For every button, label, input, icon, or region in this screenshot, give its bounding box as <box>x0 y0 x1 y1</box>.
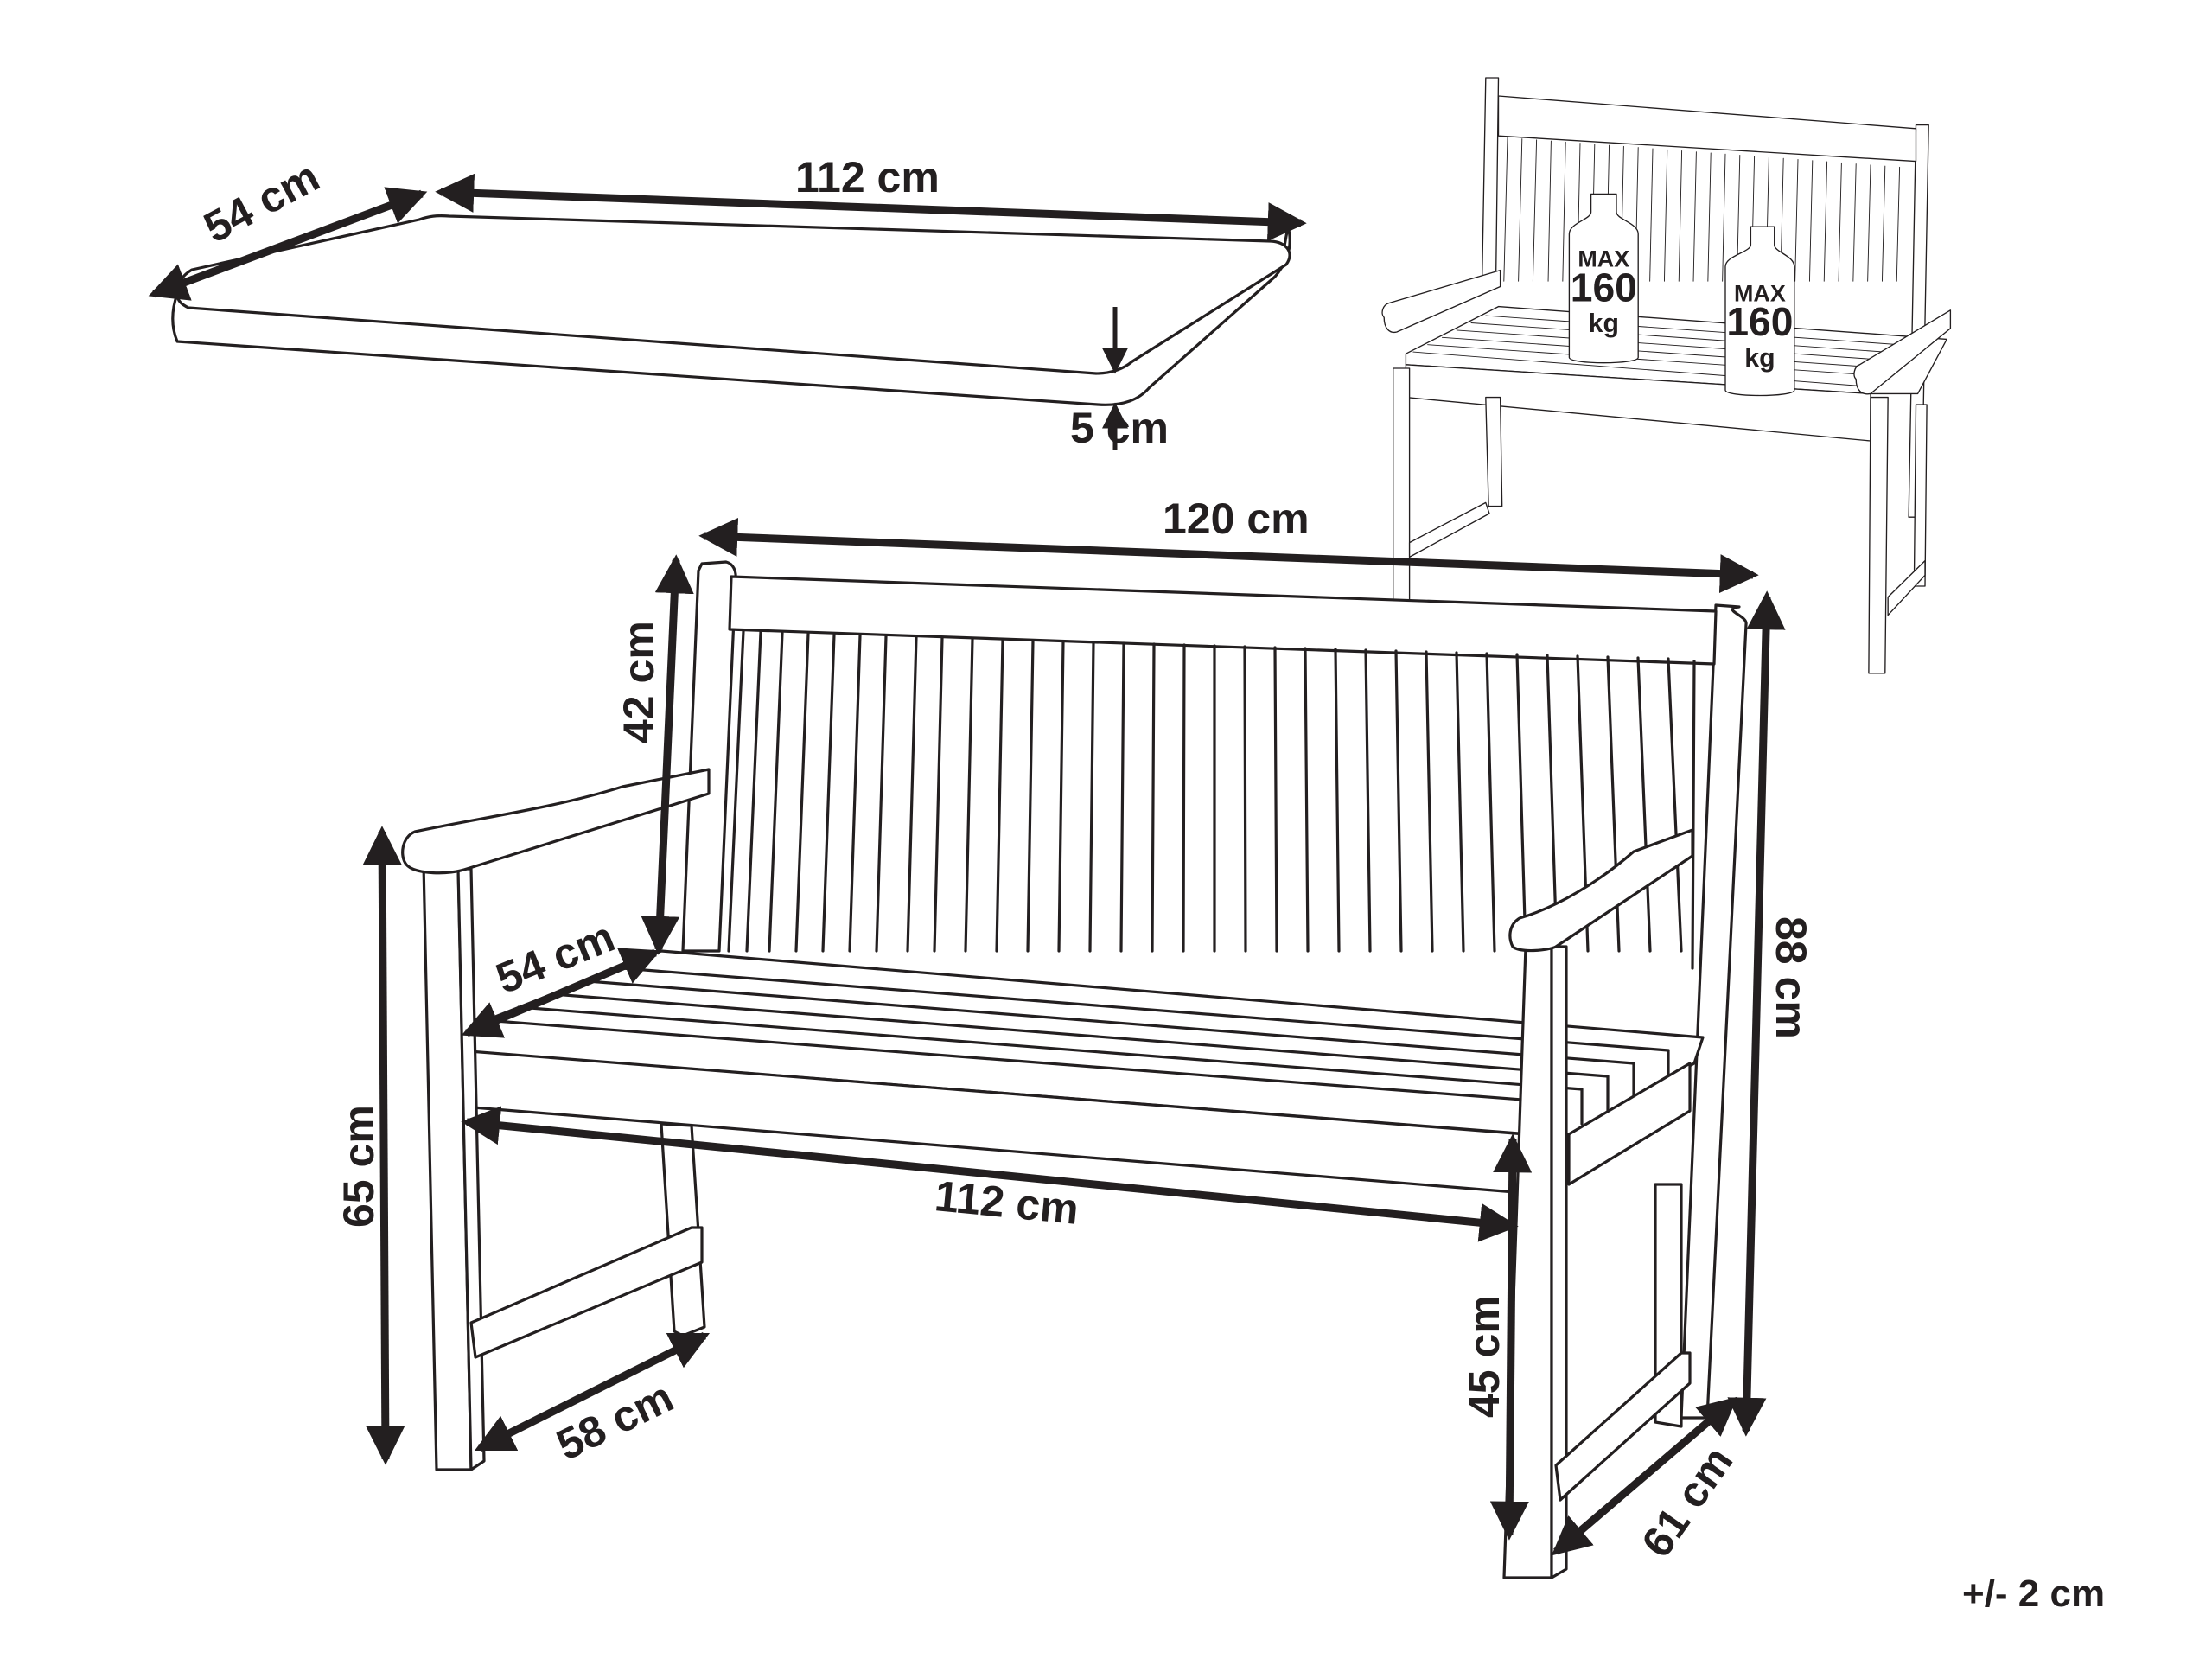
cushion-length-label: 112 cm <box>795 153 940 201</box>
cushion-thickness-label: 5 cm <box>1070 404 1169 452</box>
seat-height-label: 45 cm <box>1460 1295 1508 1418</box>
weight-icon-left: MAX 160 kg <box>1568 193 1639 364</box>
overall-depth-arrow <box>1551 1396 1738 1556</box>
seat-width-arrow <box>461 1106 1519 1242</box>
right-stretcher <box>1554 1351 1692 1502</box>
backrest-height-label: 42 cm <box>615 621 663 743</box>
load-capacity-thumbnail: MAX 160 kg MAX 160 kg <box>1381 77 1952 674</box>
back-left-post <box>681 560 737 953</box>
seat-cushion-drawing: 54 cm 112 cm 5 cm <box>148 152 1307 452</box>
back-top-rail <box>728 575 1718 666</box>
seat-slats <box>482 967 1670 1126</box>
overall-width-arrow <box>698 517 1759 594</box>
backrest-height-arrow <box>641 554 694 955</box>
tolerance-label: +/- 2 cm <box>1962 1573 2105 1615</box>
arm-height-label: 65 cm <box>335 1105 383 1228</box>
svg-text:MAX: MAX <box>1578 246 1629 271</box>
side-depth-arrow <box>474 1331 711 1452</box>
seat-height-arrow <box>1489 1133 1533 1541</box>
arm-height-arrow <box>362 826 405 1465</box>
cushion-length-arrow <box>435 173 1307 242</box>
svg-text:160: 160 <box>1726 299 1793 344</box>
back-slats <box>727 629 1696 970</box>
svg-text:kg: kg <box>1744 344 1775 373</box>
weight-icon-right: MAX 160 kg <box>1724 226 1795 397</box>
left-stretcher <box>469 1226 704 1359</box>
overall-depth-label: 61 cm <box>1632 1438 1742 1566</box>
svg-text:kg: kg <box>1589 309 1619 338</box>
back-right-post <box>1680 603 1748 1420</box>
seat-depth-arrow <box>461 948 661 1038</box>
svg-text:MAX: MAX <box>1734 280 1786 306</box>
side-apron <box>1567 1062 1692 1186</box>
overall-height-arrow <box>1727 590 1786 1437</box>
right-armrest <box>1508 828 1694 953</box>
left-armrest <box>401 768 711 875</box>
svg-text:160: 160 <box>1571 265 1637 309</box>
overall-width-label: 120 cm <box>1163 495 1310 543</box>
bench-drawing: 120 cm 42 cm 54 cm 112 cm 65 cm 58 cm 45… <box>335 495 1815 1579</box>
cushion-depth-arrow <box>148 187 428 301</box>
side-depth-label: 58 cm <box>549 1372 680 1469</box>
overall-height-label: 88 cm <box>1767 916 1815 1039</box>
